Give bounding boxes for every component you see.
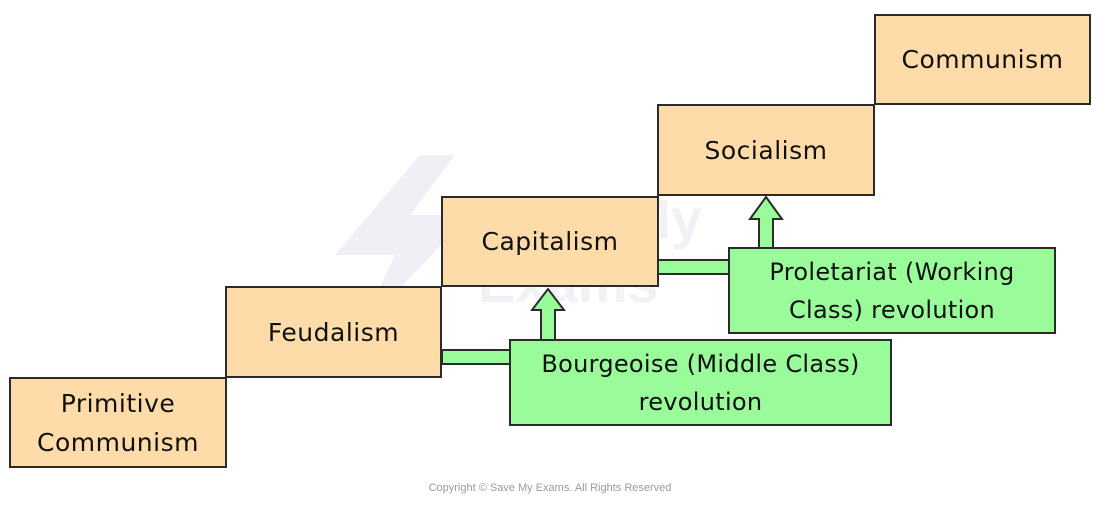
stage-label: Socialism (704, 135, 828, 165)
revolution-bourgeoise: Bourgeoise (Middle Class) revolution (509, 339, 892, 426)
revolution-label: Bourgeoise (Middle Class) revolution (541, 349, 860, 416)
stage-primitive-communism: Primitive Communism (9, 377, 227, 468)
bourgeoise-connector (441, 349, 511, 365)
stage-label: Capitalism (481, 227, 619, 256)
stage-communism: Communism (874, 14, 1091, 105)
stage-feudalism: Feudalism (225, 286, 442, 378)
proletariat-arrow (748, 195, 784, 249)
stage-socialism: Socialism (657, 104, 875, 196)
stage-label: Primitive Communism (37, 388, 199, 457)
stage-label: Communism (901, 45, 1064, 74)
stage-capitalism: Capitalism (441, 196, 659, 287)
bourgeoise-arrow (529, 287, 567, 341)
revolution-label: Proletariat (Working Class) revolution (769, 257, 1015, 324)
proletariat-connector (657, 259, 730, 275)
stage-label: Feudalism (267, 317, 400, 347)
copyright-notice: Copyright © Save My Exams. All Rights Re… (428, 482, 672, 494)
revolution-proletariat: Proletariat (Working Class) revolution (728, 247, 1056, 334)
